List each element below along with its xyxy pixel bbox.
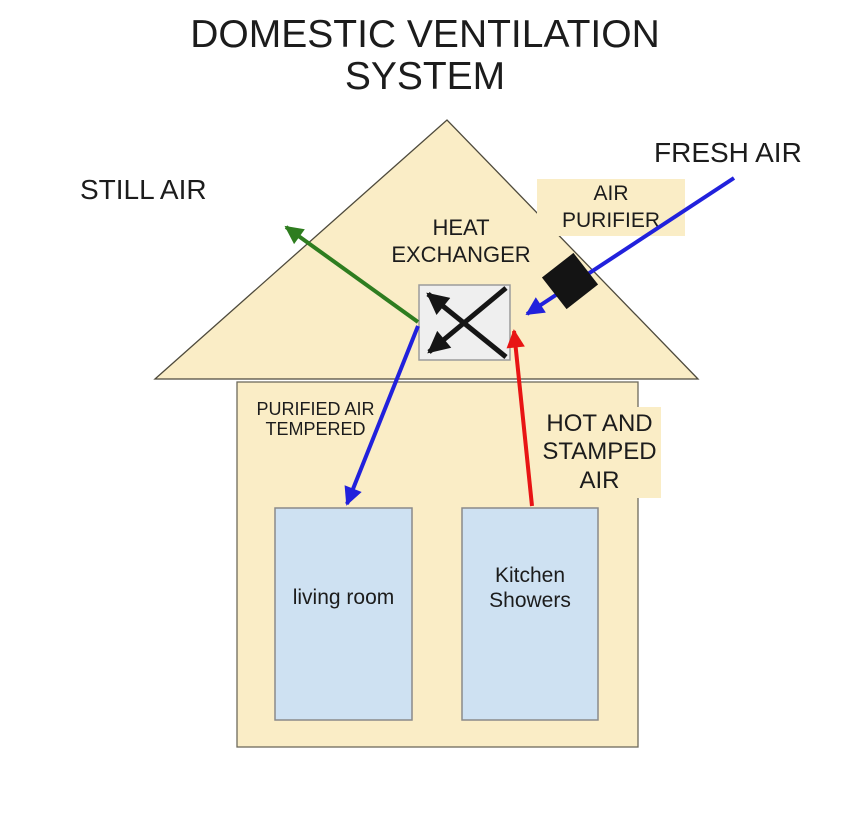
fresh-air-label: FRESH AIR <box>654 137 802 168</box>
diagram-title: DOMESTIC VENTILATION SYSTEM <box>190 13 660 99</box>
kitchen-box <box>461 507 599 721</box>
living-room-box <box>274 507 413 721</box>
living-room-label: living room <box>292 586 395 609</box>
still-air-arrow <box>284 225 420 324</box>
hot-stamped-air-label: HOT AND STAMPED AIR <box>538 407 661 498</box>
air-purifier-device <box>541 252 599 310</box>
exchanger-cross-arrow-up <box>426 292 508 359</box>
exchanger-cross-arrow-down <box>427 286 508 354</box>
exchanger-cross-arrows <box>426 286 508 359</box>
heat-exchanger-label: HEAT EXCHANGER <box>391 215 531 267</box>
hot-air-arrow <box>506 329 534 507</box>
purified-air-arrow <box>344 325 420 506</box>
house-roof <box>153 119 700 380</box>
flow-arrows <box>284 176 736 507</box>
still-air-label: STILL AIR <box>80 174 207 205</box>
purified-air-label: PURIFIED AIR TEMPERED <box>256 399 375 440</box>
kitchen-showers-label: Kitchen Showers <box>489 564 571 613</box>
